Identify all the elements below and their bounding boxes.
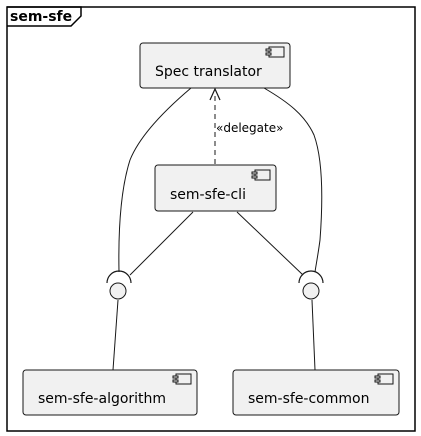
- edges: «delegate»: [112, 87, 323, 371]
- interface-algorithm-socket: [106, 270, 132, 284]
- package-frame: sem-sfe: [6, 6, 416, 432]
- component-icon: [265, 46, 285, 58]
- edge-spec-translator-to-common-socket: [263, 87, 323, 273]
- edge-cli-to-common-socket: [236, 211, 304, 276]
- edge-common-interface-to-component: [311, 299, 316, 371]
- component-label: Spec translator: [155, 64, 262, 80]
- component-icon: [172, 373, 192, 385]
- delegate-arrowhead: [209, 87, 221, 101]
- component-box: [139, 42, 291, 89]
- interface-common-socket: [298, 270, 324, 284]
- component-spec-translator[interactable]: Spec translator: [139, 42, 291, 89]
- interface-algorithm: [106, 270, 132, 300]
- edge-spec-translator-to-algorithm-socket: [118, 87, 192, 273]
- component-box: [22, 369, 198, 416]
- interface-algorithm-circle: [109, 282, 127, 300]
- component-box: [154, 164, 277, 212]
- component-sem-sfe-cli[interactable]: sem-sfe-cli: [154, 164, 277, 212]
- component-label: sem-sfe-common: [248, 391, 369, 407]
- component-sem-sfe-algorithm[interactable]: sem-sfe-algorithm: [22, 369, 198, 416]
- frame-border: [6, 6, 416, 432]
- frame-title-tab: [7, 6, 82, 27]
- component-sem-sfe-common[interactable]: sem-sfe-common: [232, 369, 400, 416]
- component-box: [232, 369, 400, 416]
- interface-common: [298, 270, 324, 300]
- component-label: sem-sfe-cli: [170, 187, 246, 203]
- edge-cli-to-algorithm-socket: [129, 211, 194, 276]
- frame-title: sem-sfe: [10, 9, 72, 25]
- edge-algorithm-interface-to-component: [112, 299, 119, 371]
- component-icon: [251, 169, 271, 181]
- component-icon: [374, 373, 394, 385]
- delegate-label: «delegate»: [216, 121, 283, 135]
- component-label: sem-sfe-algorithm: [38, 391, 166, 407]
- interface-common-circle: [302, 282, 320, 300]
